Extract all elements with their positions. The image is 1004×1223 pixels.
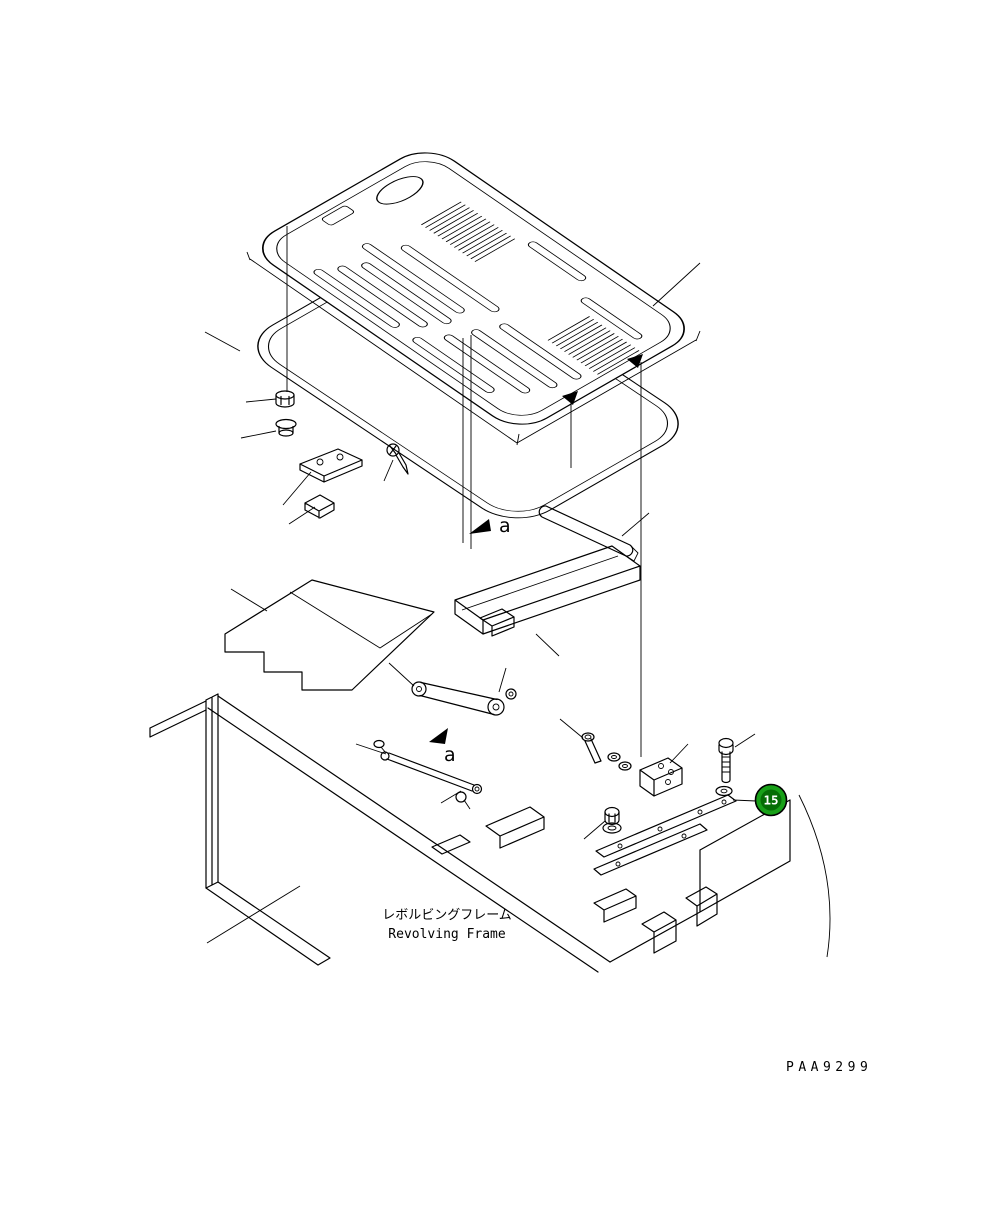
plug-nut xyxy=(275,390,295,408)
floor-mat xyxy=(224,579,435,691)
duct-cover xyxy=(454,545,641,637)
latch-plate xyxy=(299,448,363,483)
callout-center xyxy=(760,789,782,811)
leader-lines xyxy=(204,226,757,944)
section-arrow-a-bottom: a xyxy=(429,728,456,766)
drawing-number: PAA9299 xyxy=(786,1060,872,1075)
hood-vent-grille xyxy=(421,201,640,375)
frame-label-en: Revolving Frame xyxy=(388,927,506,942)
hood-vent-slots xyxy=(313,241,643,394)
latch-detail xyxy=(321,205,355,226)
duct-seal-strip xyxy=(538,505,639,562)
hinge-bracket xyxy=(639,757,683,797)
frame-label-jp: レボルビングフレーム xyxy=(382,908,512,923)
support-bracket-strip-2 xyxy=(593,823,708,876)
section-arrowhead-icon xyxy=(429,728,448,744)
link-rod xyxy=(380,751,483,795)
stay-arm xyxy=(411,681,505,716)
section-arrowhead-icon xyxy=(469,519,491,534)
screw xyxy=(386,443,409,475)
pointer-arrow-1 xyxy=(562,391,578,405)
arm-washer xyxy=(505,688,517,700)
section-label-a-bottom: a xyxy=(444,744,456,766)
section-arrow-a-top: a xyxy=(469,515,511,537)
callout-number: 15 xyxy=(763,793,778,808)
clip-bracket xyxy=(304,494,335,519)
hood-rim xyxy=(246,251,701,446)
support-bracket-strip-1 xyxy=(595,794,737,858)
pointer-arrow-2 xyxy=(627,354,643,368)
mount-bolt xyxy=(718,737,734,784)
revolving-frame-structure xyxy=(149,693,831,973)
plug-cap xyxy=(275,418,297,437)
section-label-a-top: a xyxy=(499,515,511,537)
vent-hole xyxy=(376,176,424,205)
hood-panel xyxy=(261,152,685,425)
mount-washer xyxy=(715,785,733,797)
hinge-bolt xyxy=(581,732,602,764)
rod-bolt xyxy=(373,739,471,810)
hinge-washers xyxy=(607,752,632,771)
mount-nut xyxy=(602,806,622,834)
callout-15-balloon[interactable]: 15 xyxy=(754,783,788,817)
